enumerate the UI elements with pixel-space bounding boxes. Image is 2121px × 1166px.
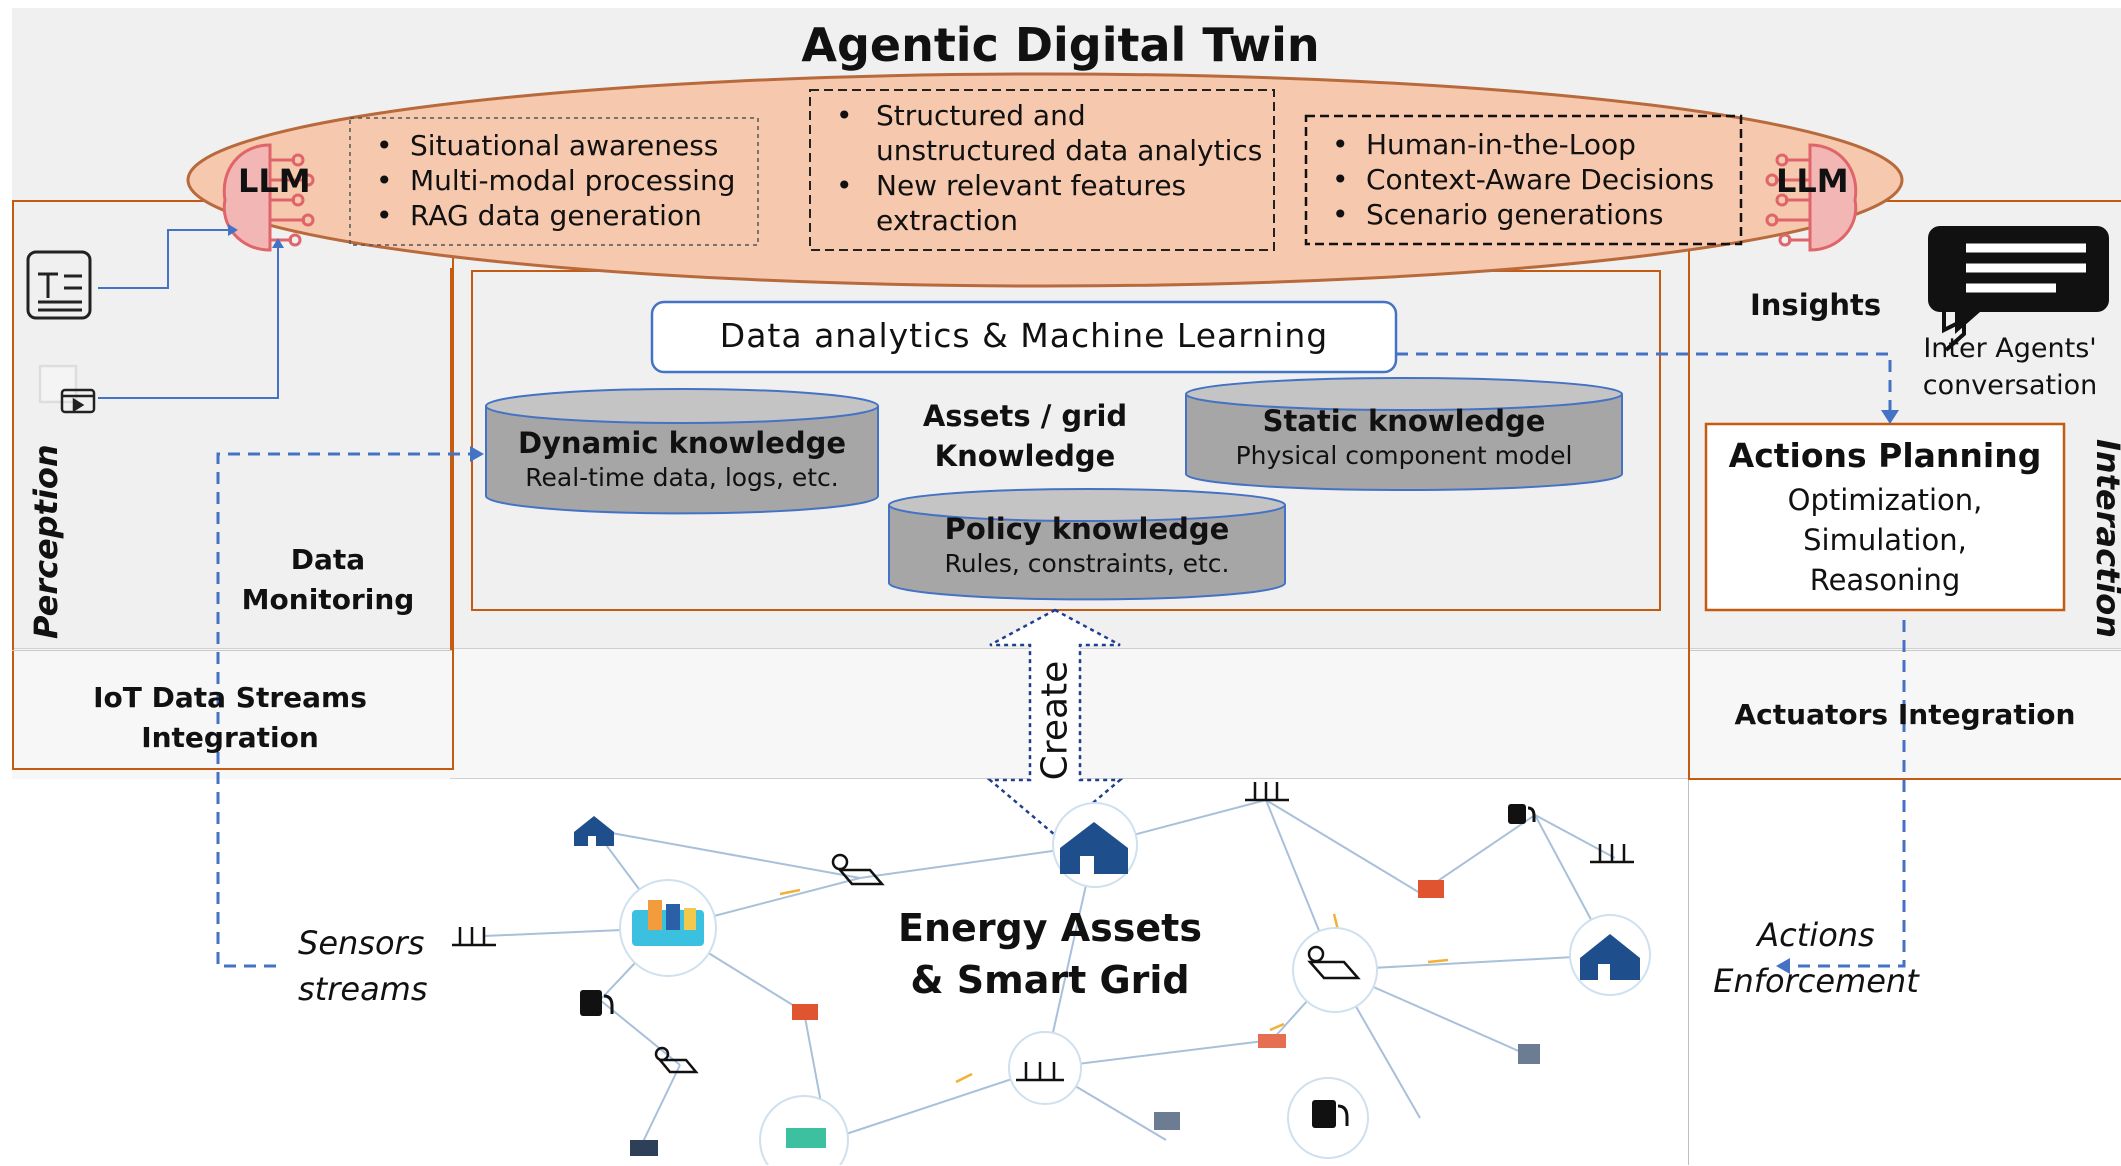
bullet-item: RAG data generation bbox=[364, 198, 735, 233]
perception-connectors bbox=[98, 229, 279, 399]
policy-knowledge[interactable]: Policy knowledge Rules, constraints, etc… bbox=[889, 510, 1285, 580]
arrowhead-2 bbox=[272, 238, 284, 248]
assets-knowledge-label: Assets / grid Knowledge bbox=[922, 399, 1128, 473]
brain-circuit-icon-right bbox=[1765, 143, 1858, 252]
grid-title: Energy Assets & Smart Grid bbox=[898, 906, 1202, 1002]
house-icon-top bbox=[1060, 822, 1128, 874]
video-icon bbox=[38, 364, 96, 414]
cylinder-dynamic bbox=[485, 388, 879, 515]
interaction-label: Interaction bbox=[2089, 439, 2121, 639]
bottom-divider bbox=[1688, 778, 1689, 1165]
static-title: Static knowledge bbox=[1262, 404, 1546, 438]
enforcement-connector bbox=[1790, 620, 1906, 968]
actuators-label: Actuators Integration bbox=[1734, 698, 2076, 731]
analytics-box bbox=[650, 300, 1398, 374]
bullet-line: unstructured data analytics bbox=[876, 134, 1263, 167]
data-monitoring-label: Data Monitoring bbox=[241, 543, 415, 616]
wind-turbine-icon bbox=[452, 782, 1634, 1082]
policy-title: Policy knowledge bbox=[944, 512, 1230, 546]
chat-bubbles-icon bbox=[1928, 226, 2109, 352]
group-box-2 bbox=[809, 89, 1275, 251]
insights-label: Insights bbox=[1750, 288, 1882, 322]
dynamic-subtitle: Real-time data, logs, etc. bbox=[525, 463, 839, 492]
bullet-group-3: Human-in-the-Loop Context-Aware Decision… bbox=[1320, 127, 1714, 232]
building-icon-small bbox=[630, 880, 1540, 1156]
enforcement-arrowhead bbox=[1776, 958, 1790, 974]
analytics-label[interactable]: Data analytics & Machine Learning bbox=[719, 316, 1329, 355]
page-title: Agentic Digital Twin bbox=[801, 18, 1320, 72]
insights-arrowhead bbox=[1881, 410, 1899, 424]
sensors-connector bbox=[216, 452, 470, 968]
bullet-line: New relevant features bbox=[876, 169, 1187, 202]
group-box-1 bbox=[349, 117, 759, 246]
document-icon bbox=[26, 250, 92, 320]
planning-box bbox=[1704, 422, 2066, 612]
cylinder-static bbox=[1185, 377, 1623, 491]
ev-charger-icon bbox=[580, 804, 1536, 1128]
bullet-item: Multi-modal processing bbox=[364, 163, 735, 198]
bullet-item: Human-in-the-Loop bbox=[1320, 127, 1714, 162]
sensors-arrowhead bbox=[470, 446, 484, 462]
agents-conversation-label: Inter Agents' conversation bbox=[1922, 333, 2098, 401]
dynamic-title: Dynamic knowledge bbox=[517, 426, 847, 460]
brain-circuit-icon-left bbox=[222, 143, 315, 252]
bullet-item: Context-Aware Decisions bbox=[1320, 162, 1714, 197]
enforcement-label: Actions Enforcement bbox=[1713, 916, 1919, 1000]
perception-label: Perception bbox=[27, 444, 65, 639]
llm-label-right: LLM bbox=[1776, 162, 1849, 200]
insights-connector bbox=[1396, 352, 1892, 410]
perception-inner-divider bbox=[450, 268, 452, 650]
building-icon-center bbox=[632, 900, 704, 946]
static-subtitle: Physical component model bbox=[1235, 441, 1573, 470]
group-box-3 bbox=[1304, 114, 1743, 246]
iot-integration-label: IoT Data Streams Integration bbox=[93, 681, 367, 754]
bullet-item: Scenario generations bbox=[1320, 197, 1714, 232]
perception-bottom-sep bbox=[12, 650, 452, 651]
cylinder-policy bbox=[888, 488, 1286, 601]
policy-subtitle: Rules, constraints, etc. bbox=[944, 549, 1230, 578]
bullet-line: extraction bbox=[876, 204, 1018, 237]
bullet-group-1: Situational awareness Multi-modal proces… bbox=[364, 128, 735, 233]
bullet-line: Structured and bbox=[876, 99, 1086, 132]
sensors-label: Sensors streams bbox=[298, 924, 428, 1008]
llm-label-left: LLM bbox=[238, 162, 311, 200]
planning-body: Optimization, Simulation, Reasoning bbox=[1787, 483, 1983, 597]
solar-panel-icon bbox=[654, 853, 1361, 1074]
interaction-box bbox=[1688, 200, 2121, 780]
static-knowledge[interactable]: Static knowledge Physical component mode… bbox=[1186, 402, 1622, 472]
house-icon-right bbox=[1580, 934, 1640, 980]
house-icon-small bbox=[574, 816, 614, 846]
bullet-group-2: •Structured and unstructured data analyt… bbox=[836, 99, 1263, 237]
arrowhead-1 bbox=[228, 224, 238, 236]
bullet-item: Situational awareness bbox=[364, 128, 735, 163]
create-label: Create bbox=[1034, 660, 1076, 781]
planning-title[interactable]: Actions Planning bbox=[1728, 436, 2042, 475]
dynamic-knowledge[interactable]: Dynamic knowledge Real-time data, logs, … bbox=[486, 424, 878, 494]
create-arrow bbox=[986, 608, 1124, 837]
